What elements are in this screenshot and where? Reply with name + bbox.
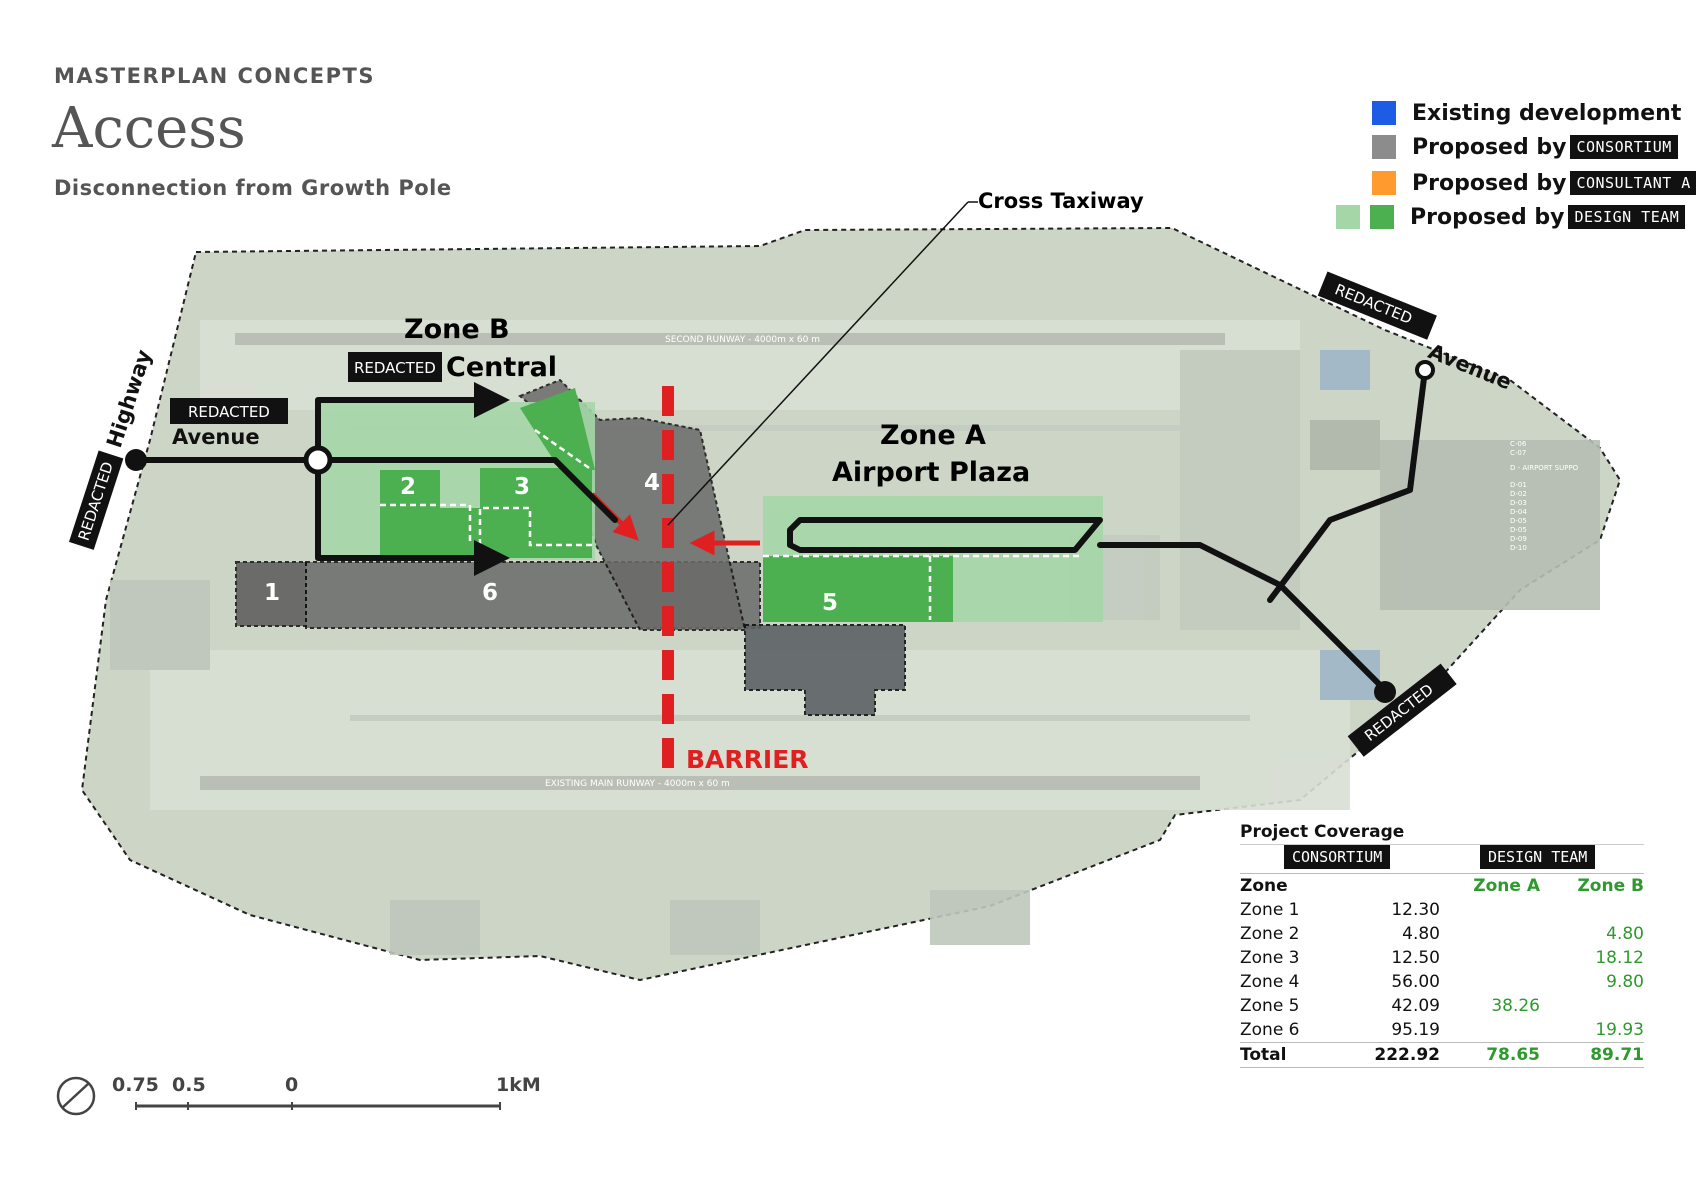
legend-swatch-green [1370,205,1394,229]
zone-b-subtitle: Central [446,352,557,383]
zone-3-upper [520,388,595,470]
node-se [1374,681,1396,703]
table-col-header: Zone Zone A Zone B [1240,873,1644,898]
legend-tag: CONSULTANT A [1570,171,1696,195]
cross-taxiway-label: Cross Taxiway [978,189,1144,213]
zone-a-light [763,496,1103,556]
zone-numbers: 1 2 3 4 5 6 [264,470,838,616]
svg-text:3: 3 [514,474,530,500]
zone-a-light-2 [953,556,1103,622]
table-title: Project Coverage [1240,822,1644,845]
svg-text:SECOND RUNWAY - 4000m x 60 m: SECOND RUNWAY - 4000m x 60 m [665,335,820,345]
zone-2-3-area [380,468,592,558]
barrier-label: BARRIER [686,745,809,774]
main-runway [200,776,1200,790]
svg-text:D - AIRPORT SUPPO: D - AIRPORT SUPPO [1510,464,1579,472]
runway-labels: SECOND RUNWAY - 4000m x 60 m EXISTING MA… [545,335,820,789]
legend-label: Proposed by [1412,134,1567,160]
legend-tag: DESIGN TEAM [1568,205,1686,229]
group-design-team: DESIGN TEAM [1480,845,1596,869]
svg-text:4: 4 [644,470,660,496]
north-arrow-icon [56,1076,96,1116]
legend-label: Proposed by [1410,204,1565,230]
zone-b-title: Zone B [404,314,510,345]
svg-text:5: 5 [822,590,838,616]
svg-text:2: 2 [400,474,416,500]
svg-text:D-03: D-03 [1510,499,1527,507]
legend-label: Proposed by [1412,170,1567,196]
legend-consultant: Proposed by CONSULTANT A [1372,168,1696,198]
page-subtitle: Disconnection from Growth Pole [54,176,452,200]
kicker: MASTERPLAN CONCEPTS [54,64,375,88]
scale-label: 0.75 [112,1074,159,1096]
node-avenue-w [303,445,333,475]
svg-text:C-06: C-06 [1510,440,1527,448]
zone-labels: Zone B REDACTED Central Zone A Airport P… [348,314,1030,488]
zone-1-area [235,561,307,627]
scale-bar [56,1076,501,1116]
svg-text:D-09: D-09 [1510,535,1527,543]
route-nodes [125,360,1435,703]
avenue-w-redacted: REDACTED [188,403,270,421]
terminal-area [744,624,906,716]
svg-text:D-02: D-02 [1510,490,1527,498]
scale-label: 0 [285,1074,299,1096]
zone-a-subtitle: Airport Plaza [832,457,1030,488]
svg-text:D-04: D-04 [1510,508,1527,516]
legend-tag: CONSORTIUM [1570,135,1678,159]
legend-swatch-orange [1372,171,1396,195]
legend-label: Existing development [1412,100,1682,126]
legend-consortium: Proposed by CONSORTIUM [1372,132,1678,162]
legend-design-team: Proposed by DESIGN TEAM [1336,202,1686,232]
scale-label: 1kM [496,1074,541,1096]
legend-swatch-blue [1372,101,1396,125]
side-list: C-06 C-07 D - AIRPORT SUPPO D-01 D-02 D-… [1510,440,1579,552]
svg-text:C-07: C-07 [1510,449,1526,457]
cross-taxiway-leader [667,201,969,526]
group-consortium: CONSORTIUM [1284,845,1391,869]
svg-text:EXISTING MAIN RUNWAY - 4000m x: EXISTING MAIN RUNWAY - 4000m x 60 m [545,779,730,789]
second-runway [235,333,1225,345]
node-highway [125,449,147,471]
zone-b-redacted: REDACTED [354,359,436,377]
legend-swatch-grey [1372,135,1396,159]
access-routes [133,367,1428,693]
node-avenue-ne [1415,360,1435,380]
coverage-table: Project Coverage CONSORTIUM DESIGN TEAM … [1240,822,1644,1068]
svg-text:D-10: D-10 [1510,544,1527,552]
table-group-header: CONSORTIUM DESIGN TEAM [1240,845,1644,873]
avenue-w-label: Avenue [172,425,260,449]
svg-text:1: 1 [264,580,280,606]
highway-label: Highway [102,347,156,451]
svg-text:6: 6 [482,580,498,606]
design-team-zones [315,388,1103,622]
legend-existing: Existing development [1372,98,1681,128]
zone-5-area [763,556,953,622]
page-title: Access [52,96,246,161]
legend-swatch-light-green [1336,205,1360,229]
svg-text:D-01: D-01 [1510,481,1527,489]
scale-label: 0.5 [172,1074,206,1096]
svg-text:D-05: D-05 [1510,517,1527,525]
zone-a-title: Zone A [880,420,986,451]
svg-text:D-05: D-05 [1510,526,1527,534]
consortium-zones [235,378,906,716]
